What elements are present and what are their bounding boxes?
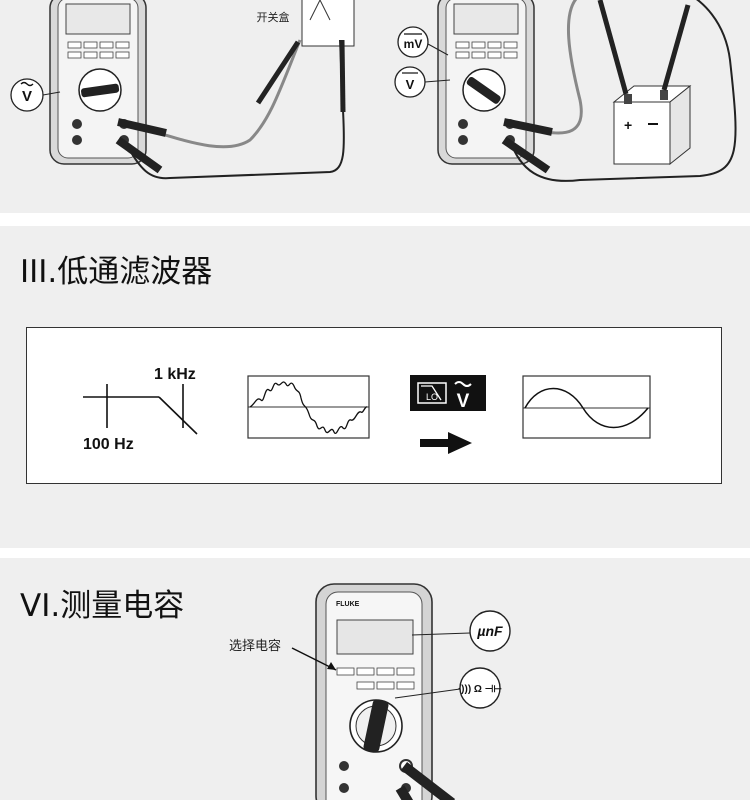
section-title: III.低通滤波器 xyxy=(20,254,213,290)
freq-high-label: 1 kHz xyxy=(154,366,196,383)
switch-box-label: 开关盒 xyxy=(257,10,290,24)
unf-badge: µnF xyxy=(411,610,511,652)
svg-text:V: V xyxy=(406,77,415,92)
mv-badge: mV xyxy=(397,26,449,58)
probe-red xyxy=(400,762,456,800)
capacitance-illustration: FLUKE 选择电容 µnF xyxy=(229,583,511,800)
lo-label: LO xyxy=(426,392,438,402)
probe-red xyxy=(117,118,167,137)
freq-low-label: 100 Hz xyxy=(83,436,134,453)
select-capacitance-label: 选择电容 xyxy=(229,638,281,653)
brand-label: FLUKE xyxy=(336,601,360,608)
lo-filter-button: LO V xyxy=(410,375,486,412)
battery: + xyxy=(612,84,692,166)
dc-volt-badge: V xyxy=(394,66,451,98)
right-multimeter xyxy=(437,0,535,165)
probe-black xyxy=(395,785,414,800)
capacitance-section: VI.测量电容 FLUKE 选择电容 xyxy=(0,558,750,800)
test-leads-left xyxy=(123,39,346,180)
dial-symbol-text: ·))) Ω ⊣⊢ xyxy=(458,684,503,695)
ohm-capacitor-badge: ·))) Ω ⊣⊢ xyxy=(394,667,503,709)
svg-text:mV: mV xyxy=(404,37,423,51)
filter-diagram: 1 kHz 100 Hz LO V xyxy=(83,366,651,454)
left-multimeter xyxy=(49,0,147,165)
low-pass-filter-section: III.低通滤波器 1 kHz 100 Hz xyxy=(0,226,750,548)
wiring-illustration: V 开关盒 xyxy=(10,0,737,182)
filter-diagram-frame: 1 kHz 100 Hz LO V xyxy=(26,327,722,484)
probe-red-right xyxy=(503,118,553,136)
probe-black-right xyxy=(501,136,551,174)
svg-text:V: V xyxy=(457,391,470,412)
unf-text: µnF xyxy=(476,623,503,639)
ac-volt-badge: V xyxy=(10,78,61,112)
noisy-waveform xyxy=(247,375,370,439)
wiring-panel: V 开关盒 xyxy=(0,0,750,213)
probe-black xyxy=(115,136,163,174)
capacitance-multimeter: FLUKE xyxy=(315,583,433,800)
clean-sine-waveform xyxy=(522,375,651,439)
section-title: VI.测量电容 xyxy=(20,588,185,624)
svg-text:V: V xyxy=(22,88,32,105)
svg-text:+: + xyxy=(624,117,632,133)
arrow-icon xyxy=(420,432,472,454)
frequency-response-curve xyxy=(83,384,198,435)
switch-box xyxy=(301,0,355,47)
